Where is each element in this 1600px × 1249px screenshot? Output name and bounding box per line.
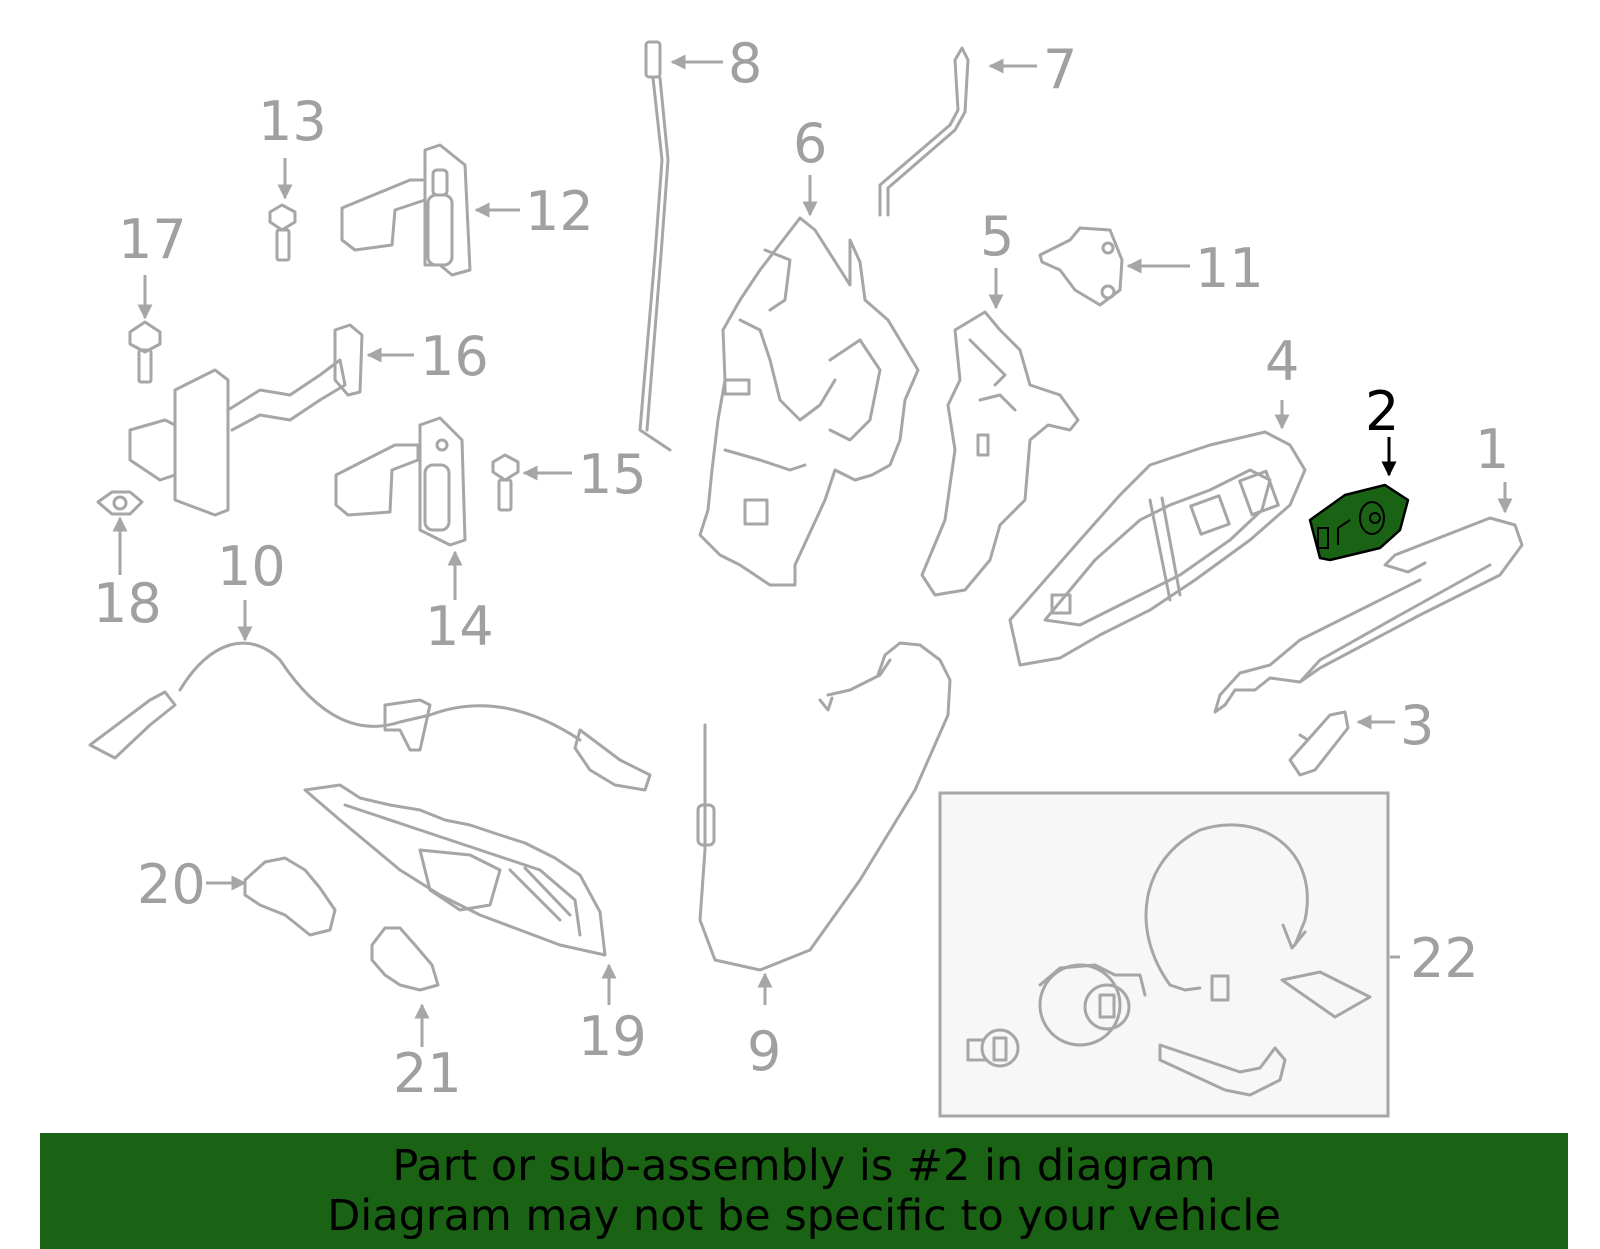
callout-17: 17 [118, 208, 187, 271]
part-2-handle-bezel [1308, 483, 1410, 562]
part-14-hinge [334, 416, 467, 547]
part-8-rod [638, 40, 672, 452]
part-17-bolt [128, 320, 162, 384]
callout-10: 10 [217, 535, 286, 598]
part-9-cable [696, 641, 952, 972]
callout-18: 18 [93, 572, 162, 635]
part-6-door-latch [698, 216, 920, 587]
part-4-handle-frame [1008, 430, 1307, 667]
part-21-trim [370, 926, 440, 992]
part-1-outer-handle [1213, 516, 1524, 714]
part-11-striker [1038, 226, 1124, 307]
callout-6: 6 [793, 112, 827, 175]
lock-cylinder [1038, 963, 1147, 1047]
callout-5: 5 [980, 205, 1014, 268]
part-18-nut [96, 490, 144, 516]
callout-12: 12 [525, 180, 594, 243]
callout-15: 15 [578, 443, 647, 506]
part-13-bolt [268, 203, 297, 262]
part-20-trim [243, 856, 337, 937]
callout-4: 4 [1265, 330, 1299, 393]
callout-11: 11 [1195, 237, 1264, 300]
part-12-hinge [340, 143, 472, 277]
callout-8: 8 [728, 32, 762, 95]
callout-7: 7 [1043, 38, 1077, 101]
key-blade [1158, 1043, 1287, 1097]
callout-9: 9 [747, 1020, 781, 1083]
part-19-inner-handle [303, 783, 607, 957]
part-5-bracket [920, 310, 1080, 597]
callout-20: 20 [137, 853, 206, 916]
part-22-kit-box [938, 791, 1400, 1118]
callout-19: 19 [578, 1005, 647, 1068]
callout-14: 14 [425, 595, 494, 658]
part-16-check-strap [128, 323, 364, 517]
banner-line-1: Part or sub-assembly is #2 in diagram [392, 1141, 1216, 1191]
info-banner: Part or sub-assembly is #2 in diagram Di… [40, 1133, 1568, 1249]
callout-2: 2 [1365, 380, 1399, 443]
part-10-cable [88, 641, 652, 792]
callout-16: 16 [420, 325, 489, 388]
callout-22: 22 [1410, 927, 1479, 990]
callout-3: 3 [1400, 694, 1434, 757]
callout-21: 21 [393, 1042, 462, 1105]
banner-line-2: Diagram may not be specific to your vehi… [327, 1191, 1281, 1241]
callout-1: 1 [1475, 418, 1509, 481]
lock-cap [966, 1028, 1020, 1068]
part-15-bolt [491, 453, 520, 512]
part-7-rod [878, 46, 970, 217]
part-3-clip [1288, 710, 1350, 777]
callout-13: 13 [258, 90, 327, 153]
